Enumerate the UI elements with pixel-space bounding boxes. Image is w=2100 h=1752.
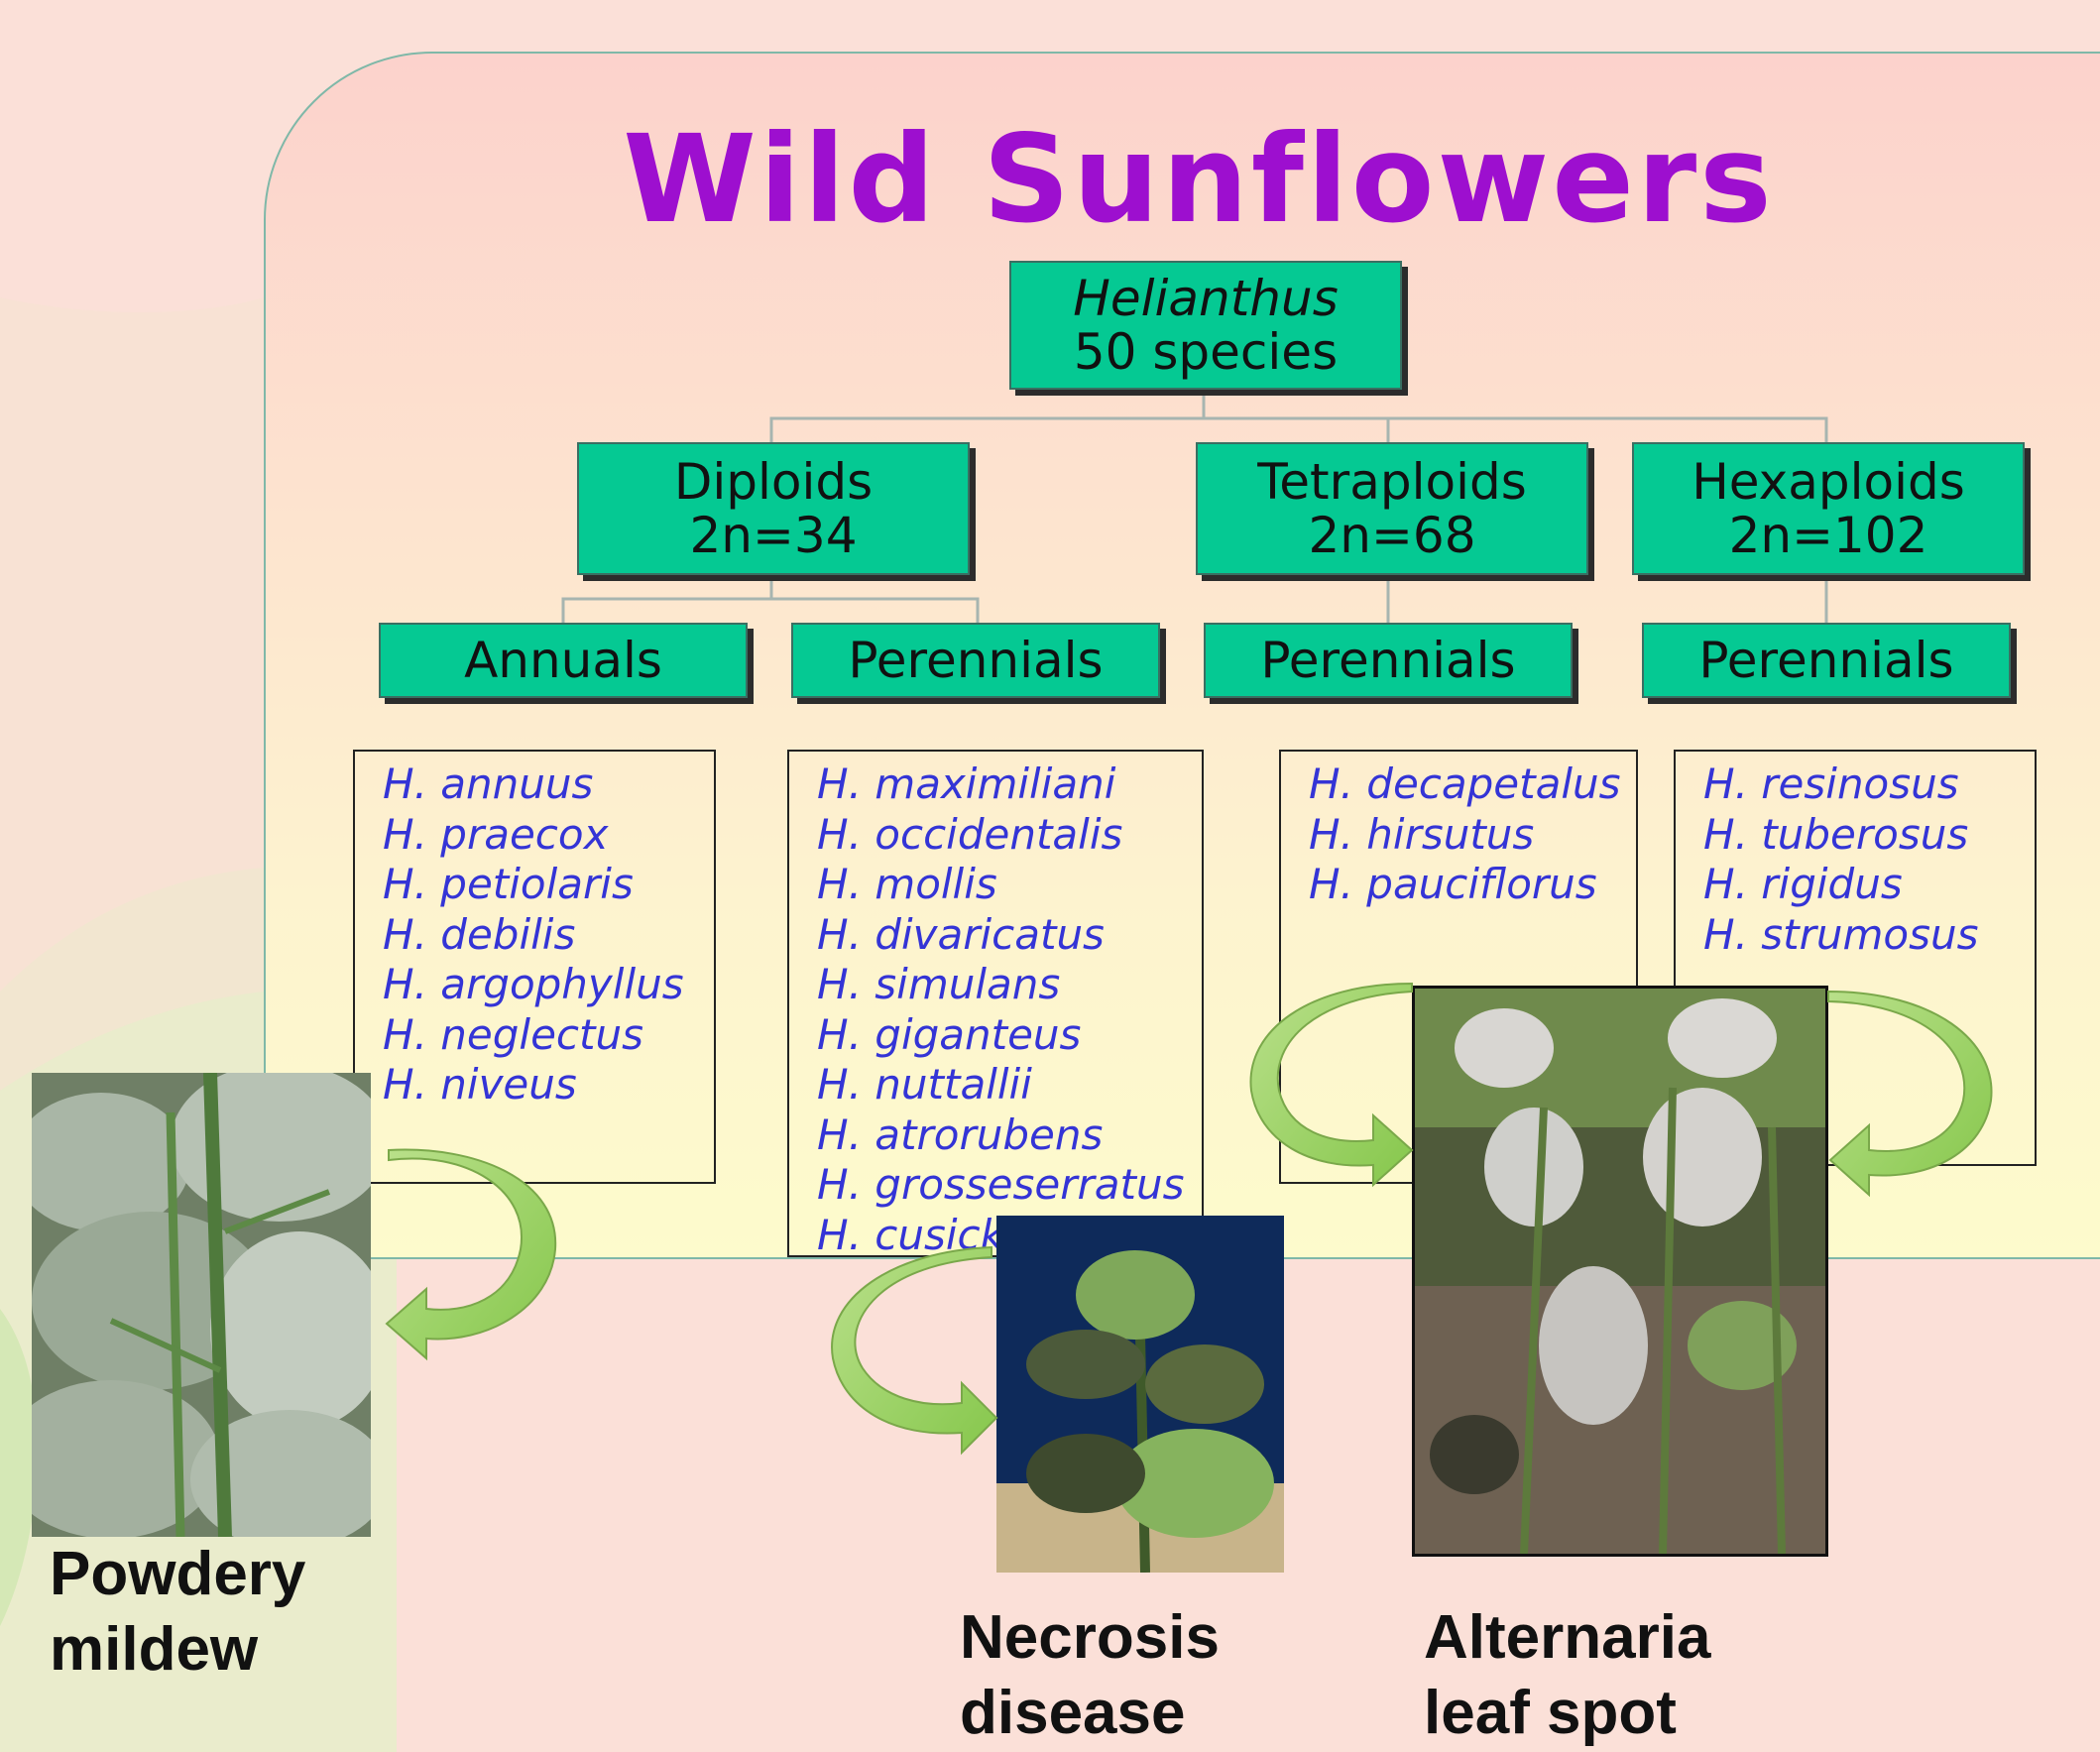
caption-line: Powdery	[50, 1537, 305, 1612]
caption-line: disease	[960, 1676, 1220, 1751]
caption-necrosis-disease: Necrosis disease	[960, 1600, 1220, 1751]
caption-line: mildew	[50, 1612, 305, 1688]
caption-alternaria-leaf-spot: Alternaria leaf spot	[1424, 1600, 1710, 1751]
caption-line: Alternaria	[1424, 1600, 1710, 1676]
curved-arrow-icon	[832, 1247, 996, 1453]
curved-arrow-icon	[1828, 992, 1992, 1195]
caption-powdery-mildew: Powdery mildew	[50, 1537, 305, 1688]
caption-line: leaf spot	[1424, 1676, 1710, 1751]
caption-line: Necrosis	[960, 1600, 1220, 1676]
curved-arrow-icon	[387, 1150, 555, 1358]
curved-arrow-icon	[1250, 984, 1412, 1185]
